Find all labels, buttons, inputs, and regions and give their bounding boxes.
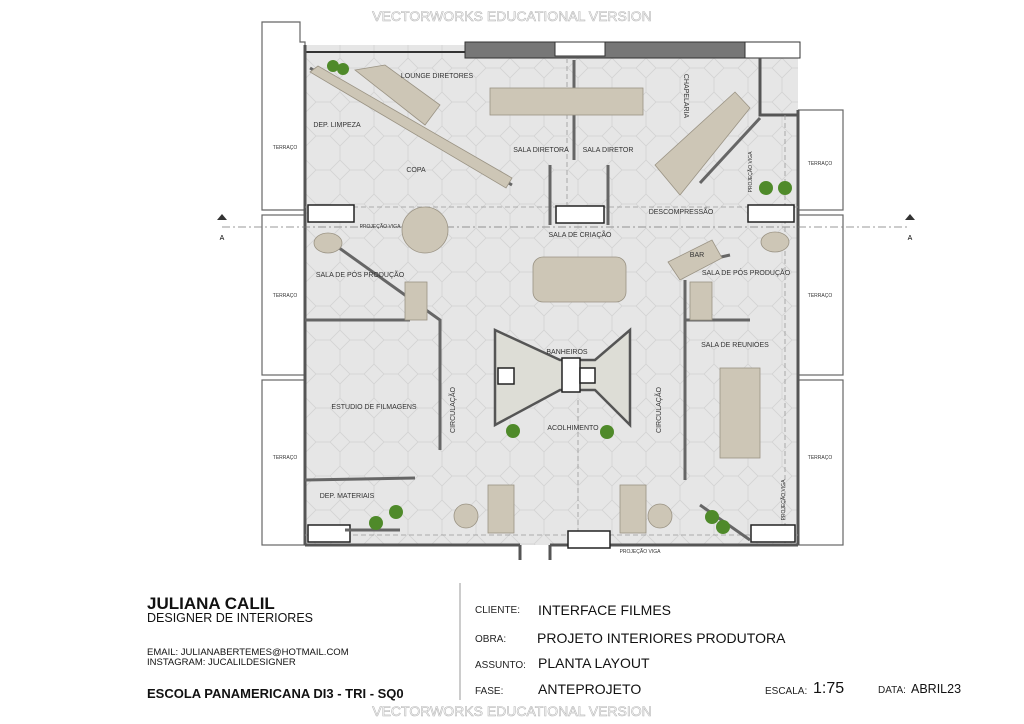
label-circulacao-right: CIRCULAÇÃO xyxy=(654,387,663,433)
label-bar: BAR xyxy=(690,252,704,259)
label-banheiros: BANHEIROS xyxy=(546,349,588,356)
label-sala-pos-producao-right: SALA DE PÓS PRODUÇÃO xyxy=(702,268,791,277)
terraces xyxy=(261,21,844,546)
designer-name: JULIANA CALIL xyxy=(147,594,275,613)
label-dep-limpeza: DEP. LIMPEZA xyxy=(313,122,361,129)
label-terraco: TERRAÇO xyxy=(273,293,298,299)
label-lounge-diretores: LOUNGE DIRETORES xyxy=(401,73,474,80)
label-sala-de-reunioes: SALA DE REUNIOES xyxy=(701,342,769,349)
escala-value: 1:75 xyxy=(813,680,845,697)
fase-label: FASE: xyxy=(475,686,504,697)
label-terraco: TERRAÇO xyxy=(808,455,833,461)
label-projecao-viga: PROJEÇÃO VIGA xyxy=(620,548,662,555)
label-acolhimento: ACOLHIMENTO xyxy=(547,425,599,432)
cliente-value: INTERFACE FILMES xyxy=(538,602,672,618)
label-estudio-de-filmagens: ESTUDIO DE FILMAGENS xyxy=(331,404,417,411)
label-sala-pos-producao-left: SALA DE PÓS PRODUÇÃO xyxy=(316,270,405,279)
svg-text:A: A xyxy=(220,235,225,242)
label-terraco: TERRAÇO xyxy=(273,455,298,461)
label-projecao-viga: PROJEÇÃO VIGA xyxy=(780,479,787,521)
designer-instagram: INSTAGRAM: JUCALILDESIGNER xyxy=(147,657,296,668)
room-labels: LOUNGE DIRETORES DEP. LIMPEZA COPA SALA … xyxy=(273,73,833,555)
label-dep-materiais: DEP. MATERIAIS xyxy=(320,493,375,500)
watermark-top: VECTORWORKS EDUCATIONAL VERSION xyxy=(372,8,652,25)
label-terraco: TERRAÇO xyxy=(808,293,833,299)
section-marker-left: A xyxy=(217,214,227,242)
furniture xyxy=(309,64,790,534)
assunto-value: PLANTA LAYOUT xyxy=(538,655,650,671)
data-label: DATA: xyxy=(878,685,906,696)
label-terraco: TERRAÇO xyxy=(273,145,298,151)
label-copa: COPA xyxy=(406,167,426,174)
svg-text:A: A xyxy=(908,235,913,242)
label-sala-diretora: SALA DIRETORA xyxy=(513,147,569,154)
label-sala-diretor: SALA DIRETOR xyxy=(583,147,634,154)
cliente-label: CLIENTE: xyxy=(475,605,521,616)
data-value: ABRIL23 xyxy=(911,682,962,696)
label-projecao-viga: PROJEÇÃO VIGA xyxy=(747,151,754,193)
obra-label: OBRA: xyxy=(475,634,507,645)
section-marker-right: A xyxy=(905,214,915,242)
fase-value: ANTEPROJETO xyxy=(538,681,642,697)
school: ESCOLA PANAMERICANA DI3 - TRI - SQ0 xyxy=(147,686,404,701)
designer-role: DESIGNER DE INTERIORES xyxy=(147,611,313,625)
label-descompressao: DESCOMPRESSÃO xyxy=(649,207,714,216)
obra-value: PROJETO INTERIORES PRODUTORA xyxy=(537,630,786,646)
assunto-label: ASSUNTO: xyxy=(475,660,526,671)
designer-email: EMAIL: JULIANABERTEMES@HOTMAIL.COM xyxy=(147,647,349,658)
label-sala-de-criacao: SALA DE CRIAÇÃO xyxy=(548,230,612,239)
watermark-bottom: VECTORWORKS EDUCATIONAL VERSION xyxy=(372,703,652,720)
escala-label: ESCALA: xyxy=(765,686,808,697)
label-chapelaria: CHAPELARIA xyxy=(682,74,689,119)
label-terraco: TERRAÇO xyxy=(808,161,833,167)
columns xyxy=(307,204,796,549)
label-projecao-viga: PROJEÇÃO VIGA xyxy=(360,223,402,230)
plants xyxy=(327,60,792,534)
label-circulacao-left: CIRCULAÇÃO xyxy=(448,387,457,433)
